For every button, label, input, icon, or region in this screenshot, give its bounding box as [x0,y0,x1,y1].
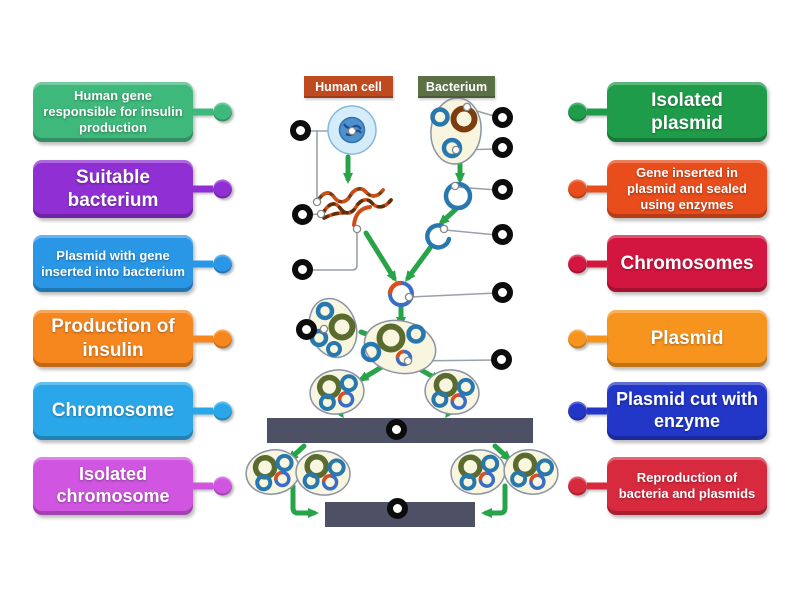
label-pin [193,254,232,273]
label-isolated-chromosome[interactable]: Isolated chromosome [33,457,232,515]
diagram-title-bacterium: Bacterium [418,76,495,98]
label-pin [193,329,232,348]
target-dna-strand[interactable] [292,204,313,225]
label-text: Plasmid with gene inserted into bacteriu… [41,247,185,279]
diagram-title-human-cell: Human cell [304,76,393,98]
target-bacterial-plasmid[interactable] [492,137,513,158]
label-pin [568,102,607,122]
label-chromosome[interactable]: Chromosome [33,382,232,440]
label-text: Isolated chromosome [56,464,170,506]
target-gene-fragment[interactable] [292,259,313,280]
dna-strands [314,187,393,220]
label-pin [193,179,232,199]
label-pin [193,401,232,421]
bacterium-illustration [430,97,482,165]
label-gene-inserted-sealed[interactable]: Gene inserted in plasmid and sealed usin… [568,160,767,218]
label-text: Production of insulin [51,316,175,361]
target-bacterial-chromosome[interactable] [492,107,513,128]
label-text: Plasmid [650,327,724,349]
label-text: Plasmid cut with enzyme [615,389,759,431]
target-bar-1[interactable] [386,419,407,440]
transformed-bacterium [360,319,437,375]
gene-fragment [352,205,372,227]
label-text: Chromosomes [620,252,754,274]
label-plasmid-cut-with-enzyme[interactable]: Plasmid cut with enzyme [568,382,767,440]
label-pin [568,179,607,199]
target-bar-2[interactable] [387,498,408,519]
label-suitable-bacterium[interactable]: Suitable bacterium [33,160,232,218]
target-cut-plasmid[interactable] [492,224,513,245]
label-pin [568,329,607,348]
label-pin [193,476,232,496]
label-text: Isolated plasmid [651,89,723,134]
target-recombinant-plasmid[interactable] [492,282,513,303]
target-isolated-plasmid[interactable] [492,179,513,200]
label-text: Human gene responsible for insulin produ… [43,88,183,135]
label-pin [193,102,232,122]
label-plasmid-with-gene[interactable]: Plasmid with gene inserted into bacteriu… [33,235,232,292]
label-pin [568,254,607,273]
target-transformed-bacterium[interactable] [491,349,512,370]
label-pin [568,401,607,421]
label-text: Suitable bacterium [67,166,159,211]
label-human-gene[interactable]: Human gene responsible for insulin produ… [33,82,232,142]
label-pin [568,476,607,496]
cut-plasmid [425,223,452,250]
label-isolated-plasmid[interactable]: Isolated plasmid [568,82,767,142]
label-text: Chromosome [51,400,175,422]
label-plasmid[interactable]: Plasmid [568,310,767,367]
label-text: Reproduction of bacteria and plasmids [618,470,756,501]
label-chromosomes[interactable]: Chromosomes [568,235,767,292]
label-production-of-insulin[interactable]: Production of insulin [33,310,232,367]
anchor-dots [312,102,472,366]
target-suitable-bacterium[interactable] [296,319,317,340]
label-reproduction-bacteria-plasmids[interactable]: Reproduction of bacteria and plasmids [568,457,767,515]
bacterium-title-text: Bacterium [425,80,488,94]
human-cell-title-text: Human cell [315,80,382,94]
target-human-cell-nucleus[interactable] [290,120,311,141]
label-text: Gene inserted in plasmid and sealed usin… [627,165,747,212]
